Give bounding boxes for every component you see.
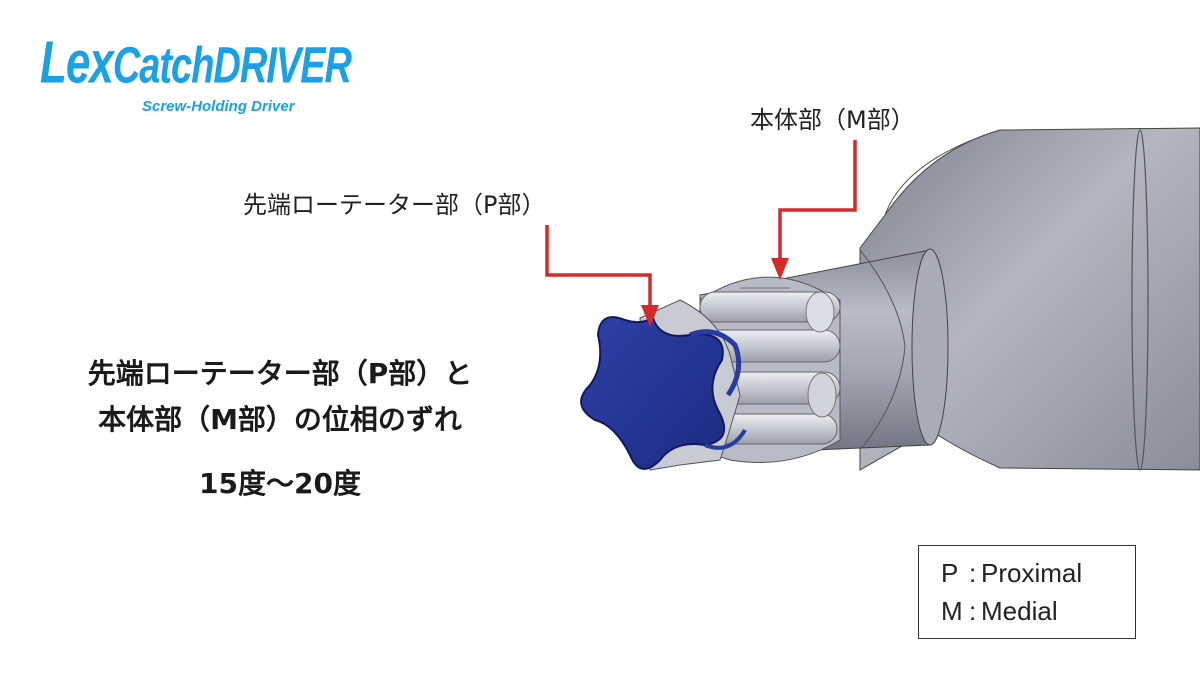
- legend-row-p: P:Proximal: [941, 558, 1082, 589]
- phase-shift-line2: 本体部（M部）の位相のずれ: [98, 403, 462, 436]
- p-part-arrow: [545, 225, 659, 327]
- phase-shift-line1: 先端ローテーター部（P部）と: [87, 357, 473, 390]
- legend-separator: :: [969, 596, 977, 626]
- m-part-arrow: [771, 140, 857, 280]
- logo-lex-text: Lex: [40, 30, 114, 97]
- legend-box: P:Proximal M:Medial: [918, 545, 1136, 639]
- legend-key-p: P: [941, 558, 959, 588]
- logo-catchdriver-text: CatchDRIVER: [112, 38, 352, 95]
- brand-logo: LexCatchDRIVER Screw-Holding Driver: [40, 30, 440, 125]
- p-part-tip-rotator: [580, 299, 747, 471]
- legend-value-medial: Medial: [981, 596, 1058, 626]
- legend-value-proximal: Proximal: [981, 558, 1083, 588]
- legend-key-m: M: [941, 596, 963, 626]
- m-part-label: 本体部（M部）: [750, 106, 915, 134]
- logo-wordmark: LexCatchDRIVER: [40, 30, 352, 98]
- p-part-label: 先端ローテーター部（P部）: [243, 191, 546, 219]
- logo-subtitle: Screw-Holding Driver: [142, 98, 295, 115]
- legend-separator: :: [969, 558, 977, 588]
- tip-star-face: [580, 316, 726, 470]
- phase-shift-angle: 15度〜20度: [199, 467, 361, 500]
- legend-row-m: M:Medial: [941, 596, 1058, 627]
